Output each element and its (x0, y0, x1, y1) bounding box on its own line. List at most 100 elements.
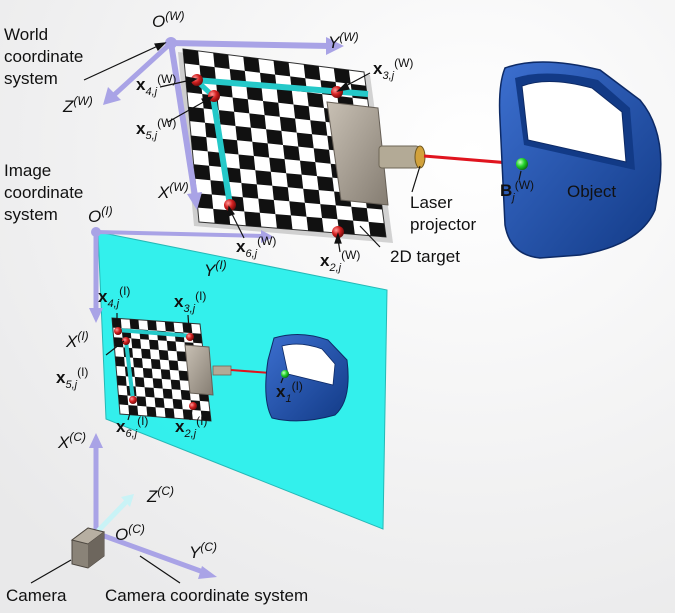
checker-square (170, 379, 181, 390)
checker-square (164, 321, 175, 332)
image-door (265, 334, 349, 422)
checker-square (116, 375, 127, 386)
checker-square (142, 368, 153, 379)
checker-square (213, 52, 230, 69)
checker-square (180, 389, 191, 401)
world-cs-label: World coordinate system (4, 25, 83, 88)
checker-square (258, 198, 276, 215)
checker-square (276, 88, 294, 105)
checker-square (113, 337, 124, 348)
camera-x-axis-label: X(C) (57, 430, 86, 452)
world-point-x3: x3,j(W) (373, 56, 413, 82)
checker-square (275, 214, 293, 230)
checker-square (160, 369, 171, 380)
world-point-x2: x2,j(W) (320, 248, 360, 274)
svg-text:system: system (4, 69, 58, 88)
checker-square (279, 116, 297, 133)
camera-body (70, 527, 106, 569)
checker-square (300, 160, 317, 177)
camera-origin-label: O(C) (115, 522, 145, 544)
checker-square (164, 407, 175, 419)
checker-square (129, 319, 140, 330)
leader-lines (30, 42, 522, 584)
image-laser-plate (184, 344, 214, 396)
checker-square (243, 56, 260, 73)
checker-square (317, 176, 335, 192)
checker-square (118, 394, 129, 406)
checker-square (192, 333, 203, 344)
image-point-x2: x2,j(I) (175, 414, 207, 440)
checker-square (128, 405, 139, 416)
checker-square (235, 126, 253, 142)
checker-square (134, 376, 145, 388)
checker-square (296, 132, 314, 149)
checker-square (320, 204, 338, 220)
checker-square (313, 148, 331, 164)
checker-square (255, 170, 273, 186)
checker-square (303, 188, 321, 205)
checker-square (152, 378, 163, 389)
checker-square (168, 360, 179, 371)
image-point-x3: x3,j(I) (174, 289, 206, 315)
checker-square (162, 388, 173, 399)
checker-square (244, 211, 262, 227)
world-markers (191, 74, 344, 238)
image-point-x5: x5,j(I) (56, 365, 88, 391)
laser-projector (378, 145, 426, 169)
image-cyan-line-top (116, 328, 193, 338)
world-z-axis-label: Z(W) (62, 94, 93, 116)
checker-square (199, 65, 216, 82)
image-point-x1: x1(I) (276, 379, 303, 405)
image-cyan-line-left (124, 340, 135, 401)
checker-square (293, 104, 311, 121)
checker-square (306, 216, 324, 232)
camera-axes (89, 433, 217, 579)
image-laser-projector (212, 365, 232, 376)
world-origin-label: O(W) (152, 9, 185, 31)
camera-cs-label: Camera coordinate system (105, 586, 308, 605)
svg-text:system: system (4, 205, 58, 224)
checker-square (136, 396, 147, 407)
camera-z-axis-label: Z(C) (146, 484, 174, 506)
world-x-axis-label: X(W) (157, 180, 189, 202)
checker-square (133, 357, 143, 368)
checker-square (272, 185, 290, 202)
world-point-x4: x4,j(W) (136, 72, 176, 98)
image-markers (114, 327, 197, 410)
world-point-x5: x5,j(W) (136, 116, 176, 142)
checker-square (183, 49, 200, 66)
checker-square (269, 157, 287, 174)
svg-text:coordinate: coordinate (4, 47, 83, 66)
image-point-x4: x4,j(I) (98, 284, 130, 310)
svg-text:World: World (4, 25, 48, 44)
object-label: Object (567, 182, 616, 201)
checker-square (307, 92, 324, 108)
checker-square (303, 64, 321, 81)
checker-square (266, 129, 283, 145)
checker-square (221, 138, 239, 155)
checker-square (144, 387, 155, 398)
checker-square (172, 398, 183, 410)
checker-square (182, 322, 193, 334)
world-y-axis-label: Y(W) (328, 30, 359, 52)
checker-square (368, 221, 386, 237)
checker-square (310, 120, 328, 136)
image-point-x6: x6,j(I) (116, 414, 148, 440)
checker-square (289, 201, 307, 217)
camera-y-axis-label: Y(C) (189, 540, 217, 562)
checker-square (286, 173, 304, 189)
checker-square (176, 351, 187, 362)
checker-square (146, 406, 157, 417)
image-origin-label: O(I) (88, 204, 113, 226)
checker-square (178, 370, 189, 381)
laser-label-line1: Laser (410, 193, 453, 212)
checker-square (193, 164, 211, 181)
checker-square (246, 85, 263, 101)
checker-square (149, 339, 159, 350)
world-point-x6: x6,j(W) (236, 234, 276, 260)
camera-label: Camera (6, 586, 67, 605)
image-x-axis-label: X(I) (65, 329, 89, 351)
checker-square (249, 113, 267, 130)
checker-square (147, 320, 157, 331)
